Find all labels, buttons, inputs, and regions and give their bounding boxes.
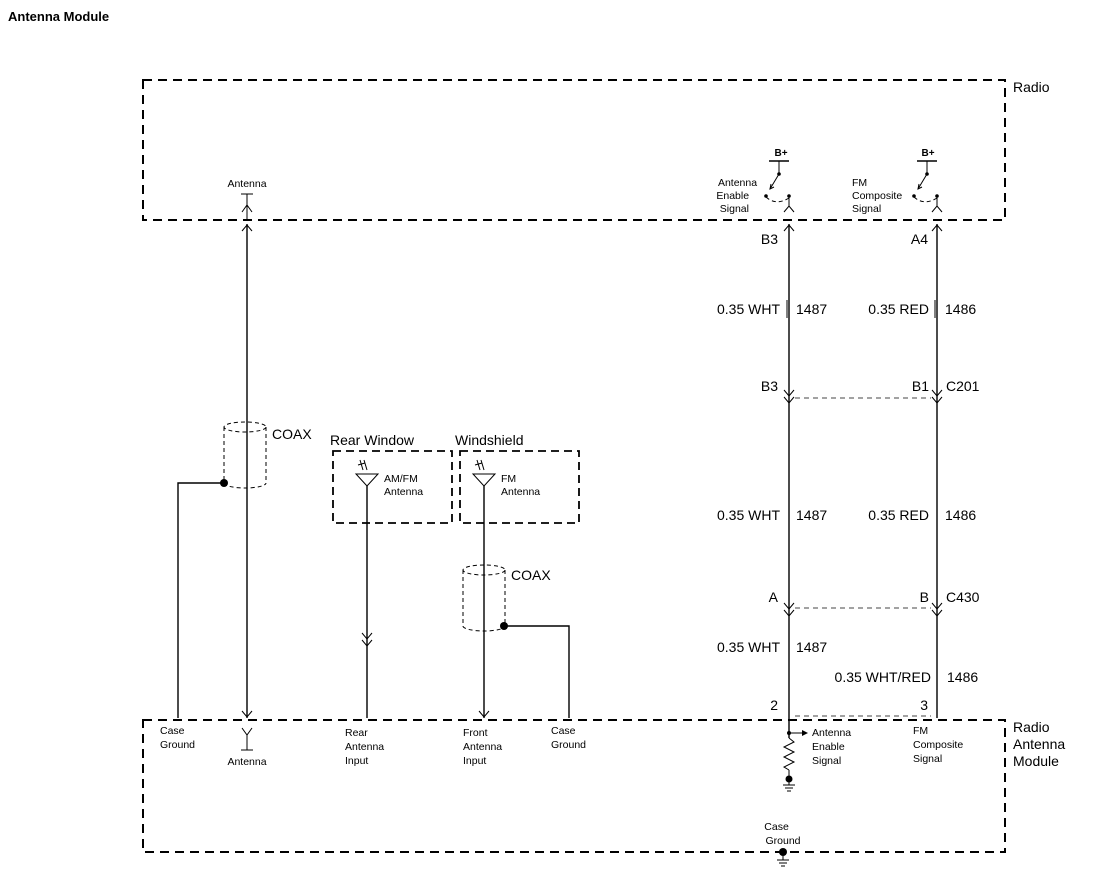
module-fm-line-2: Composite	[913, 739, 963, 751]
circuit-1487-wire	[783, 224, 795, 718]
rear-window-box	[332, 450, 453, 524]
module-antenna-label: Antenna	[227, 756, 266, 768]
module-enable-line-2: Enable	[812, 741, 845, 753]
case-ground-symbol	[777, 848, 789, 867]
module-front-input-2: Antenna	[463, 741, 502, 753]
rear-antenna-line-2: Antenna	[384, 486, 423, 498]
radio-enable-line-2: Enable	[716, 190, 749, 202]
antenna-main-wire	[241, 224, 253, 718]
front-antenna-wire	[478, 486, 490, 718]
c430-name: C430	[946, 589, 980, 605]
module-label-line-3: Module	[1013, 753, 1059, 769]
module-enable-line-1: Antenna	[812, 727, 851, 739]
svg-text:AM/FM Antenna: AM/FM Antenna	[384, 473, 423, 498]
rear-antenna-line-1: AM/FM	[384, 473, 418, 485]
radio-fm-line-2: Composite	[852, 190, 902, 202]
b-plus-label-2: B+	[921, 148, 934, 159]
rear-antenna-symbol	[354, 459, 380, 487]
wire-label-circuit-6: 1486	[947, 669, 978, 685]
radio-box	[142, 79, 1006, 221]
module-rear-input-3: Input	[345, 755, 368, 767]
module-front-input-1: Front	[463, 727, 488, 739]
module-enable-line-3: Signal	[812, 755, 841, 767]
radio-fm-line-1: FM	[852, 177, 867, 189]
svg-text:Case Ground: Case Ground	[764, 821, 800, 847]
front-antenna-symbol	[471, 459, 497, 487]
windshield-box	[459, 450, 580, 524]
antenna-enable-switch	[764, 160, 795, 213]
module-front-input-3: Input	[463, 755, 486, 767]
rear-window-label: Rear Window	[330, 432, 415, 448]
module-label-line-2: Antenna	[1013, 736, 1065, 752]
module-fm-line-1: FM	[913, 725, 928, 737]
wire-label-gauge-6: 0.35 WHT/RED	[835, 669, 931, 685]
module-case-ground-bottom-1: Case	[764, 821, 789, 833]
wire-label-gauge-5: 0.35 WHT	[717, 639, 780, 655]
wire-label-circuit-4: 1486	[945, 507, 976, 523]
module-rear-input-1: Rear	[345, 727, 368, 739]
module-enable-resistor	[782, 718, 808, 792]
svg-text:Front Antenna Input: Front Antenna Input	[463, 727, 505, 767]
module-case-ground-mid-2: Ground	[551, 739, 586, 751]
svg-text:Antenna Enable Signal: Antenna Enable Signal	[812, 727, 854, 767]
front-antenna-line-2: Antenna	[501, 486, 540, 498]
svg-text:FM Antenna: FM Antenna	[501, 473, 540, 498]
wire-label-circuit-1: 1487	[796, 301, 827, 317]
radio-pin-b3: B3	[761, 231, 778, 247]
svg-text:Antenna Enable Signal: Antenna Enable Signal	[716, 177, 760, 215]
lower-coax-label: COAX	[511, 567, 551, 583]
wire-label-gauge-2: 0.35 RED	[868, 301, 929, 317]
module-label-line-1: Radio	[1013, 719, 1050, 735]
radio-fm-line-3: Signal	[852, 203, 881, 215]
svg-text:Radio Antenna Module: Radio Antenna Module	[1013, 719, 1069, 769]
radio-enable-line-3: Signal	[720, 203, 749, 215]
upper-coax-label: COAX	[272, 426, 312, 442]
wire-label-gauge-4: 0.35 RED	[868, 507, 929, 523]
module-case-ground-mid-1: Case	[551, 725, 576, 737]
circuit-1486-wire	[931, 224, 943, 718]
fm-composite-switch	[912, 160, 943, 213]
svg-text:FM Composite Signal: FM Composite Signal	[913, 725, 966, 765]
lower-coax-shield	[462, 564, 570, 718]
radio-pin-a4: A4	[911, 231, 928, 247]
module-box	[142, 719, 1006, 853]
module-case-ground-left-2: Ground	[160, 739, 195, 751]
module-antenna-terminal	[241, 727, 253, 751]
module-case-ground-left-1: Case	[160, 725, 185, 737]
diagram-title: Antenna Module	[8, 9, 109, 24]
c430-pin-right: B	[920, 589, 929, 605]
wire-label-circuit-5: 1487	[796, 639, 827, 655]
module-pin-2: 2	[770, 697, 778, 713]
rear-antenna-wire	[361, 486, 373, 718]
radio-antenna-label: Antenna	[227, 178, 266, 190]
svg-text:Case Ground: Case Ground	[551, 725, 586, 751]
wire-label-gauge-3: 0.35 WHT	[717, 507, 780, 523]
radio-antenna-terminal	[241, 193, 253, 219]
svg-text:FM Composite Signal: FM Composite Signal	[852, 177, 905, 215]
svg-text:Case Ground: Case Ground	[160, 725, 195, 751]
wire-label-circuit-2: 1486	[945, 301, 976, 317]
c201-name: C201	[946, 378, 980, 394]
upper-coax-shield	[177, 421, 267, 718]
module-case-ground-bottom-2: Ground	[765, 835, 800, 847]
module-rear-input-2: Antenna	[345, 741, 384, 753]
radio-label: Radio	[1013, 79, 1050, 95]
windshield-label: Windshield	[455, 432, 523, 448]
c430-pin-left: A	[769, 589, 779, 605]
wire-label-circuit-3: 1487	[796, 507, 827, 523]
c201-pin-left: B3	[761, 378, 778, 394]
radio-enable-line-1: Antenna	[718, 177, 757, 189]
c201-pin-right: B1	[912, 378, 929, 394]
module-fm-line-3: Signal	[913, 753, 942, 765]
module-pin-3: 3	[920, 697, 928, 713]
svg-text:Rear Antenna Input: Rear Antenna Input	[345, 727, 387, 767]
front-antenna-line-1: FM	[501, 473, 516, 485]
wire-label-gauge-1: 0.35 WHT	[717, 301, 780, 317]
b-plus-label-1: B+	[774, 148, 787, 159]
